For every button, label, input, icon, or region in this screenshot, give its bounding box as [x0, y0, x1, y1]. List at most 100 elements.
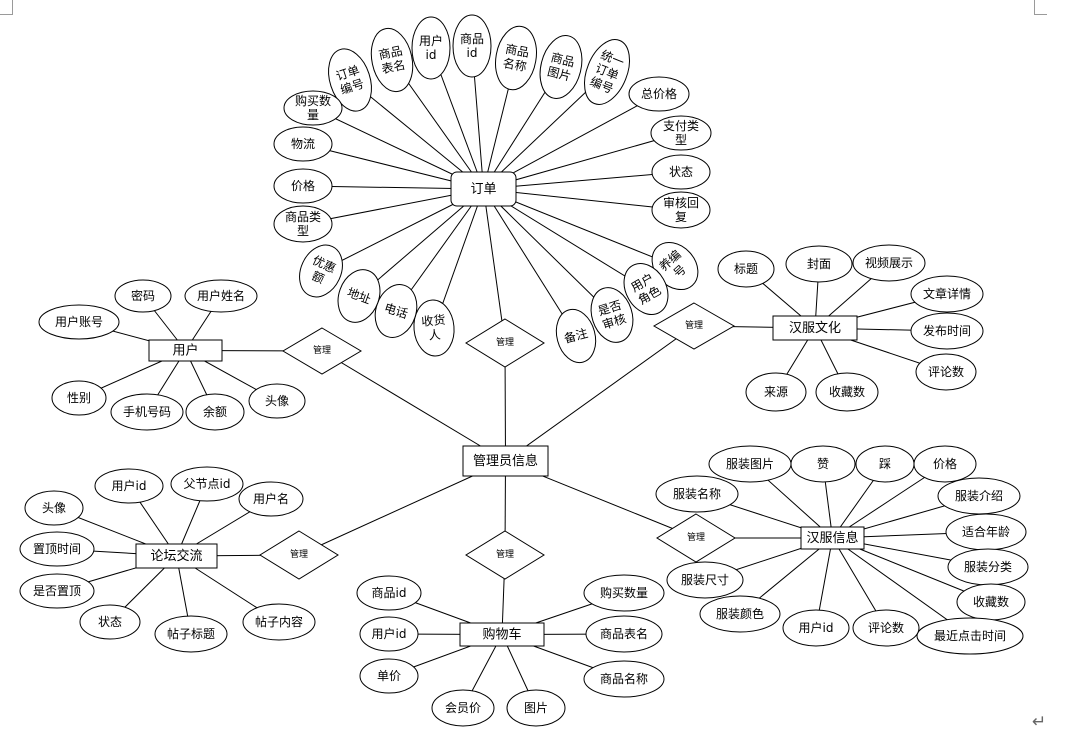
attr-hanfu-favorite-count-label: 收藏数: [973, 594, 1009, 609]
rel-manage-cart-label: 管理: [496, 548, 514, 560]
attr-cart-member-price-shape: [431, 689, 495, 727]
attr-order-goods-image: 商品图片: [539, 35, 583, 99]
attr-order-goods-image-shape: [539, 35, 583, 99]
rel-manage-culture-shape: [652, 302, 736, 350]
attr-order-price-shape: [273, 168, 333, 204]
attr-user-avatar: 头像: [248, 383, 306, 419]
attr-forum-is-top-shape: [19, 573, 95, 609]
attr-hanfu-price-label: 价格: [933, 456, 957, 471]
attr-forum-post-title-label: 帖子标题: [167, 626, 215, 641]
attr-hanfu-intro-label: 服装介绍: [955, 489, 1003, 503]
attr-order-review-reply-label: 审核回复: [663, 195, 699, 224]
attr-hanfu-name-shape: [655, 475, 739, 513]
attr-order-goods-name-shape: [495, 25, 537, 91]
attr-culture-video: 视频展示: [852, 244, 926, 282]
attr-hanfu-user-id-label: 用户id: [799, 620, 834, 635]
attr-order-user-role-shape: [623, 263, 669, 315]
attr-order-receiver-shape: [413, 299, 455, 357]
attr-order-goods-id-shape: [452, 14, 492, 78]
entity-forum-box: [135, 543, 218, 569]
rel-manage-user-admin-connector: [321, 350, 506, 462]
attr-cart-quantity-shape: [583, 574, 665, 612]
attr-order-goods-type-label: 商品类型: [285, 209, 321, 238]
attr-hanfu-user-id: 用户id: [782, 609, 850, 647]
attr-cart-user-id-label: 用户id: [372, 626, 407, 641]
attr-order-status: 状态: [651, 154, 711, 190]
attr-order-total-price: 总价格: [628, 76, 690, 112]
attr-cart-goods-name-shape: [583, 660, 665, 698]
attr-culture-source: 来源: [745, 372, 807, 412]
attr-cart-goods-id: 商品id: [356, 575, 422, 611]
attr-cart-quantity: 购买数量: [583, 574, 665, 612]
attr-hanfu-user-id-shape: [782, 609, 850, 647]
attr-cart-goods-id-label: 商品id: [372, 585, 407, 600]
attr-order-logistics: 物流: [273, 126, 333, 162]
attr-order-goods-type: 商品类型: [273, 205, 333, 243]
attr-forum-avatar: 头像: [24, 490, 84, 526]
attr-hanfu-size-label: 服装尺寸: [681, 573, 729, 587]
attr-hanfu-size-shape: [666, 561, 744, 599]
entity-hanfu-info-label: 汉服信息: [806, 530, 858, 546]
attr-hanfu-last-click-time: 最近点击时间: [916, 617, 1024, 655]
attr-hanfu-dislike-label: 踩: [879, 457, 891, 471]
attr-cart-unit-price-shape: [359, 658, 419, 694]
attr-culture-title-shape: [717, 250, 775, 288]
attr-user-gender: 性别: [51, 380, 107, 416]
attr-user-gender-shape: [51, 380, 107, 416]
attr-cart-quantity-label: 购买数量: [600, 585, 648, 600]
attr-hanfu-comment-count-shape: [852, 609, 920, 647]
entity-hanfu-info-box: [800, 526, 865, 550]
entity-order-box: [450, 171, 517, 207]
attr-forum-avatar-shape: [24, 490, 84, 526]
attr-cart-user-id: 用户id: [359, 616, 419, 652]
attr-order-goods-type-shape: [273, 205, 333, 243]
attr-hanfu-age-label: 适合年龄: [962, 524, 1010, 539]
attr-forum-avatar-label: 头像: [42, 501, 66, 515]
attr-culture-title: 标题: [717, 250, 775, 288]
attr-forum-status-shape: [79, 604, 141, 640]
attr-forum-is-top: 是否置顶: [19, 573, 95, 609]
attr-hanfu-category: 服装分类: [947, 548, 1029, 586]
rel-manage-user-label: 管理: [313, 344, 331, 356]
attr-order-no-label: 订单编号: [334, 63, 366, 97]
attr-culture-source-label: 来源: [764, 385, 788, 399]
attr-hanfu-name-label: 服装名称: [673, 486, 721, 501]
attr-cart-goods-table-shape: [585, 615, 663, 653]
attr-forum-user-id-shape: [94, 468, 164, 504]
attr-cart-goods-name: 商品名称: [583, 660, 665, 698]
attr-order-remark: 备注: [555, 308, 597, 364]
attr-user-mobile-label: 手机号码: [123, 405, 171, 419]
rel-manage-hanfu: 管理: [656, 513, 736, 563]
attr-order-remark-label: 备注: [562, 325, 589, 346]
attr-forum-status-label: 状态: [98, 615, 122, 629]
entity-admin-info-box: [462, 445, 549, 477]
attr-user-account-shape: [38, 304, 120, 340]
attr-cart-member-price: 会员价: [431, 689, 495, 727]
attr-order-unified-no-label: 统一订单编号: [588, 48, 626, 97]
attr-order-goods-table-shape: [370, 27, 414, 93]
attr-user-password: 密码: [114, 279, 172, 313]
attr-user-password-shape: [114, 279, 172, 313]
attr-user-name: 用户姓名: [184, 279, 258, 313]
attr-order-total-price-label: 总价格: [641, 86, 677, 101]
entity-cart-box: [459, 622, 545, 647]
attr-forum-post-content: 帖子内容: [242, 603, 316, 641]
attr-forum-parent-id-shape: [170, 466, 244, 502]
attr-order-no-connector: [349, 79, 484, 190]
attr-order-is-reviewed-label: 是否审核: [596, 298, 628, 332]
attr-forum-parent-id: 父节点id: [170, 466, 244, 502]
attr-cart-image: 图片: [506, 689, 566, 727]
attr-forum-top-time: 置顶时间: [19, 531, 95, 567]
attr-order-user-id-shape: [411, 16, 451, 80]
attr-user-balance-label: 余额: [203, 404, 227, 419]
attr-order-no-shape: [328, 48, 372, 112]
attr-order-discount: 优惠额: [299, 244, 343, 298]
attr-cart-goods-table-label: 商品表名: [600, 626, 648, 641]
rel-manage-order-shape: [465, 318, 545, 368]
rel-manage-hanfu-label: 管理: [687, 531, 705, 543]
attr-forum-post-title-shape: [154, 615, 228, 653]
attr-order-goods-name: 商品名称: [495, 25, 537, 91]
rel-manage-forum-admin-connector: [298, 460, 506, 556]
